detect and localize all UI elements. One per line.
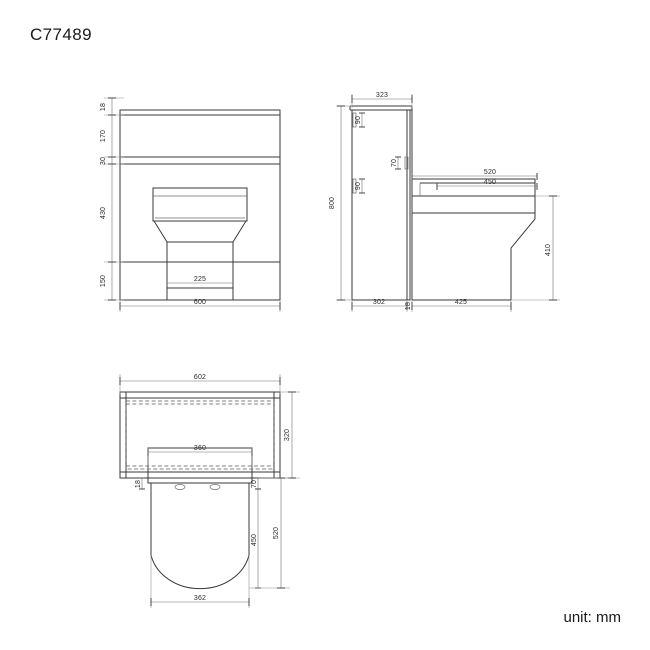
front-elevation-view: 18 170 30 430 150 225 600 [100, 97, 281, 312]
dim-label-150: 150 [100, 275, 107, 287]
dim-label-225: 225 [194, 276, 206, 283]
front-bowl-taper [154, 221, 246, 242]
plan-toilet-bowl [151, 483, 249, 589]
dim-label-520-plan: 520 [273, 527, 280, 539]
plan-hidden-cavity [125, 400, 275, 470]
dim-label-360: 360 [194, 445, 206, 452]
dim-label-30: 30 [100, 157, 107, 165]
dim-label-450-plan: 450 [251, 534, 258, 546]
plan-view: 602 320 360 18 70 [119, 374, 300, 608]
side-toilet-body [412, 179, 535, 300]
dim-label-18-plan: 18 [135, 480, 142, 488]
dim-label-430: 430 [100, 207, 107, 219]
side-cabinet-outline [351, 109, 411, 301]
plan-cabinet-outline [119, 391, 281, 479]
dim-label-323: 323 [376, 92, 388, 99]
dim-label-18-side: 18 [405, 302, 412, 310]
dim-label-520-side: 520 [484, 169, 496, 176]
dim-label-450-side: 450 [484, 179, 496, 186]
dim-label-90-lower: 90 [355, 182, 362, 190]
flush-button-right-icon [209, 484, 221, 490]
dim-label-320: 320 [284, 429, 291, 441]
dim-label-302: 302 [373, 299, 385, 306]
dim-label-800: 800 [329, 197, 336, 209]
side-seat-slab [412, 183, 535, 196]
page-title: C77489 [30, 25, 92, 44]
dim-label-362: 362 [194, 595, 206, 602]
side-hinge-lower [352, 178, 357, 194]
flush-button-left-icon [174, 484, 186, 490]
front-toilet-seat-block [152, 187, 248, 222]
dim-label-410: 410 [545, 244, 552, 256]
dim-label-600: 600 [194, 299, 206, 306]
side-elevation-view: 323 800 90 90 70 [329, 92, 560, 312]
side-hinge-upper [352, 112, 357, 128]
dim-label-70-side: 70 [391, 159, 398, 167]
unit-note: unit: mm [563, 609, 621, 626]
front-pan-sides [167, 242, 233, 300]
dim-label-170: 170 [100, 130, 107, 142]
dim-label-18-front: 18 [100, 103, 107, 111]
side-latch-detail [404, 156, 409, 170]
dim-label-602: 602 [194, 374, 206, 381]
dim-label-70-plan: 70 [251, 480, 258, 488]
dim-label-425: 425 [455, 299, 467, 306]
dim-label-90-upper: 90 [355, 116, 362, 124]
